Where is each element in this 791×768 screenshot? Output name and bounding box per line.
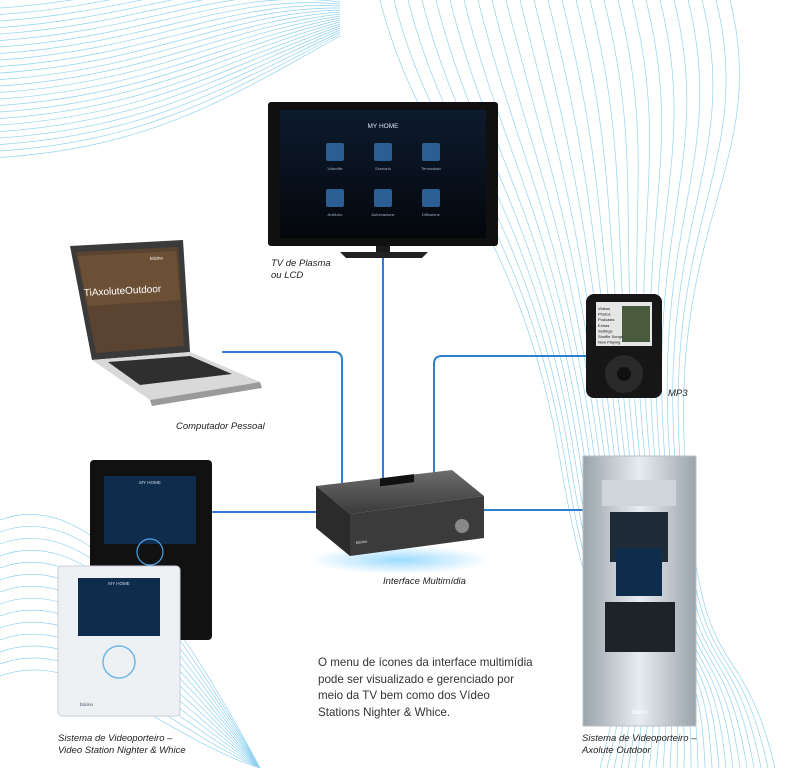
laptop-device: TiAxoluteOutdoor bticino bbox=[70, 240, 262, 406]
whice-video-station: MY HOME bticino bbox=[57, 565, 181, 717]
swirl-line bbox=[0, 0, 111, 15]
swirl-line bbox=[0, 9, 341, 74]
interface-brand: bticino bbox=[356, 539, 369, 545]
caption-tv-line1: TV de Plasma bbox=[271, 258, 331, 269]
mp3-menu-item: Videos bbox=[598, 306, 610, 311]
interface-multimidia-device: bticino bbox=[310, 470, 490, 574]
swirl-line bbox=[0, 7, 341, 67]
swirl-line bbox=[0, 35, 341, 158]
tv-screen bbox=[280, 110, 486, 238]
tv-menu-icon-label: Automazione bbox=[371, 212, 395, 217]
swirl-line bbox=[0, 23, 341, 119]
swirl-line bbox=[0, 0, 204, 35]
caption-tv: TV de Plasma ou LCD bbox=[271, 258, 331, 282]
swirl-line bbox=[0, 0, 74, 9]
tv-menu-icon bbox=[374, 143, 392, 161]
swirl-line bbox=[0, 17, 341, 100]
laptop-screen-title: TiAxoluteOutdoor bbox=[84, 284, 163, 299]
mp3-device: VideosPhotosPodcastsExtrasSettingsShuffl… bbox=[586, 294, 662, 398]
mp3-menu-item: Podcasts bbox=[598, 317, 614, 322]
swirl-line bbox=[683, 0, 776, 768]
tv-menu-icon-label: Diffusione bbox=[422, 212, 440, 217]
swirl-line bbox=[0, 33, 341, 152]
swirl-line bbox=[0, 21, 341, 113]
swirl-line bbox=[0, 29, 341, 139]
tv-menu-icon-label: Antifurto bbox=[328, 212, 344, 217]
connector-laptop bbox=[222, 351, 343, 484]
tv-menu-icon bbox=[374, 189, 392, 207]
caption-video-station: Sistema de Videoporteiro – Video Station… bbox=[58, 733, 186, 757]
caption-video-station-line1: Sistema de Videoporteiro – bbox=[58, 733, 173, 744]
tv-menu-icon bbox=[422, 189, 440, 207]
mp3-menu-item: Settings bbox=[598, 328, 612, 333]
tv-device: MY HOME Videoflie Scenario TermostatoAntif… bbox=[268, 102, 498, 258]
decorative-swirl-top bbox=[0, 0, 341, 158]
swirl-line bbox=[0, 15, 341, 93]
mp3-menu-item: Photos bbox=[598, 312, 610, 317]
tv-menu-icon bbox=[326, 143, 344, 161]
swirl-line bbox=[0, 0, 174, 28]
connector-lines bbox=[210, 256, 590, 513]
swirl-line bbox=[0, 13, 341, 87]
swirl-line bbox=[0, 0, 144, 22]
swirl-line bbox=[0, 25, 341, 126]
caption-video-station-line2: Video Station Nighter & Whice bbox=[58, 745, 186, 756]
axolute-brand: bticino bbox=[631, 710, 649, 716]
tv-menu-icon bbox=[422, 143, 440, 161]
mp3-menu-item: Shuffle Songs bbox=[598, 334, 623, 339]
caption-axolute-line2: Axolute Outdoor bbox=[582, 745, 651, 756]
swirl-line bbox=[0, 0, 341, 48]
laptop-screen-brand: bticino bbox=[150, 255, 164, 261]
tv-menu-icon-label: Termostato bbox=[421, 166, 442, 171]
swirl-line bbox=[0, 31, 341, 145]
caption-axolute-line1: Sistema de Videoporteiro – bbox=[582, 733, 697, 744]
tv-menu-icon-label: Videoflie bbox=[327, 166, 343, 171]
mp3-menu-item: Extras bbox=[598, 323, 609, 328]
caption-mp3: MP3 bbox=[668, 388, 688, 399]
swirl-line bbox=[0, 5, 341, 61]
mp3-menu-item: Now Playing bbox=[598, 340, 620, 345]
description-paragraph: O menu de ícones da interface multimídia… bbox=[318, 656, 533, 719]
axolute-outdoor-panel: bticino bbox=[582, 455, 697, 727]
swirl-line bbox=[0, 2, 341, 54]
whice-brand: bticino bbox=[80, 702, 94, 707]
caption-axolute: Sistema de Videoporteiro – Axolute Outdo… bbox=[582, 733, 696, 757]
tv-menu-icon-label: Scenario bbox=[375, 166, 392, 171]
caption-computer: Computador Pessoal bbox=[176, 421, 265, 432]
swirl-line bbox=[0, 11, 341, 80]
nighter-screen-title: MY HOME bbox=[139, 480, 160, 485]
caption-tv-line2: ou LCD bbox=[271, 270, 304, 281]
tv-menu-icon bbox=[326, 189, 344, 207]
swirl-line bbox=[0, 0, 340, 41]
swirl-line bbox=[0, 19, 341, 106]
swirl-line bbox=[0, 27, 341, 132]
connector-mp3 bbox=[433, 355, 590, 484]
whice-screen-title: MY HOME bbox=[108, 581, 129, 586]
caption-interface: Interface Multimídia bbox=[383, 576, 466, 587]
tv-screen-title: MY HOME bbox=[368, 123, 400, 130]
